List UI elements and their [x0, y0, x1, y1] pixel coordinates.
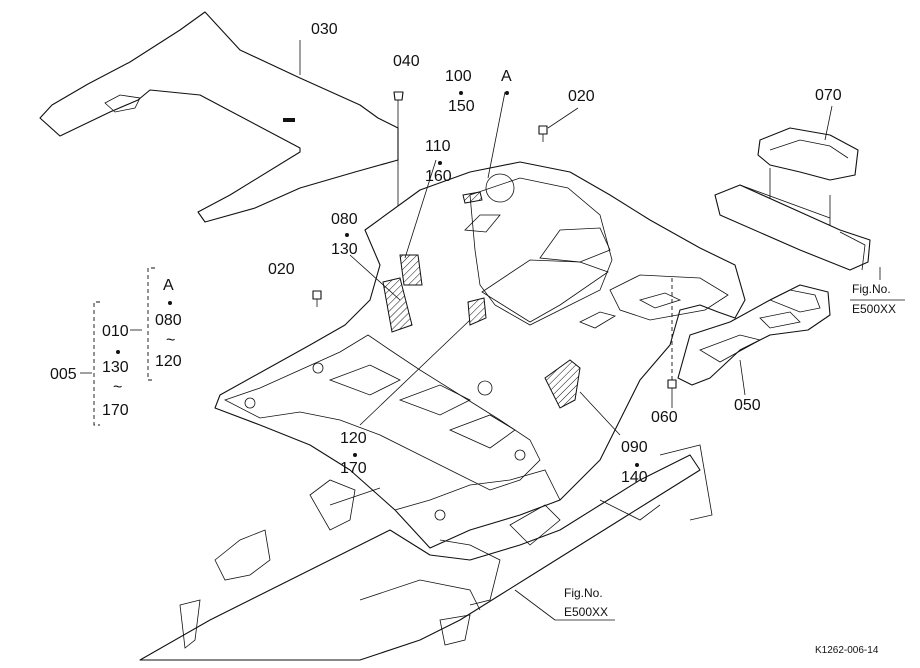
fig-ref-right: Fig.No. E500XX [852, 282, 896, 316]
decal-120-170 [467, 297, 487, 326]
fig-ref-bottom: Fig.No. E500XX [564, 586, 608, 619]
bolt-020-top [538, 125, 548, 142]
legend-010: 010 [102, 323, 129, 340]
legend-tilde-2: ~ [166, 332, 175, 349]
legend-170: 170 [102, 402, 129, 419]
bracket-070 [727, 127, 859, 241]
drawing-code: K1262-006-14 [815, 645, 879, 656]
chassis-frame [139, 444, 713, 661]
label-070: 070 [815, 87, 842, 104]
label-170: 170 [340, 460, 367, 477]
label-160: 160 [425, 168, 452, 185]
label-060: 060 [651, 409, 678, 426]
decal-090-140 [544, 359, 581, 409]
label-030: 030 [311, 21, 338, 38]
fig-ref-bottom-line1: Fig.No. [564, 586, 603, 600]
legend-tilde-1: ~ [113, 379, 122, 396]
leader-lines [299, 40, 905, 621]
fig-ref-bottom-line2: E500XX [564, 605, 608, 619]
label-020-top: 020 [568, 88, 595, 105]
label-090: 090 [621, 439, 648, 456]
legend-080: 080 [155, 312, 182, 329]
label-100: 100 [445, 68, 472, 85]
label-050: 050 [734, 397, 761, 414]
label-020-left: 020 [268, 261, 295, 278]
cabin-floor-frame [214, 161, 746, 549]
legend-120: 120 [155, 353, 182, 370]
decal-110-160 [399, 254, 423, 286]
label-120: 120 [340, 430, 367, 447]
label-130: 130 [331, 241, 358, 258]
rear-frame [714, 184, 871, 271]
bolt-020-left [312, 290, 322, 307]
label-140: 140 [621, 469, 648, 486]
decal-100-150 [462, 191, 483, 204]
assembly-legend: 005 010 130 ~ 170 A 080 ~ 120 [50, 267, 182, 426]
label-150: 150 [448, 98, 475, 115]
bolt-060 [667, 278, 677, 389]
step-050 [677, 284, 831, 386]
legend-A: A [163, 277, 174, 294]
part-labels: 030 040 100 150 A 020 070 110 160 080 13… [268, 21, 842, 486]
label-080: 080 [331, 211, 358, 228]
label-A-top: A [501, 68, 512, 85]
label-040: 040 [393, 53, 420, 70]
legend-005: 005 [50, 366, 77, 383]
label-110: 110 [425, 138, 451, 155]
legend-130: 130 [102, 359, 129, 376]
fig-ref-right-line1: Fig.No. [852, 282, 891, 296]
floor-mat-030 [39, 11, 399, 223]
fig-ref-right-line2: E500XX [852, 302, 896, 316]
